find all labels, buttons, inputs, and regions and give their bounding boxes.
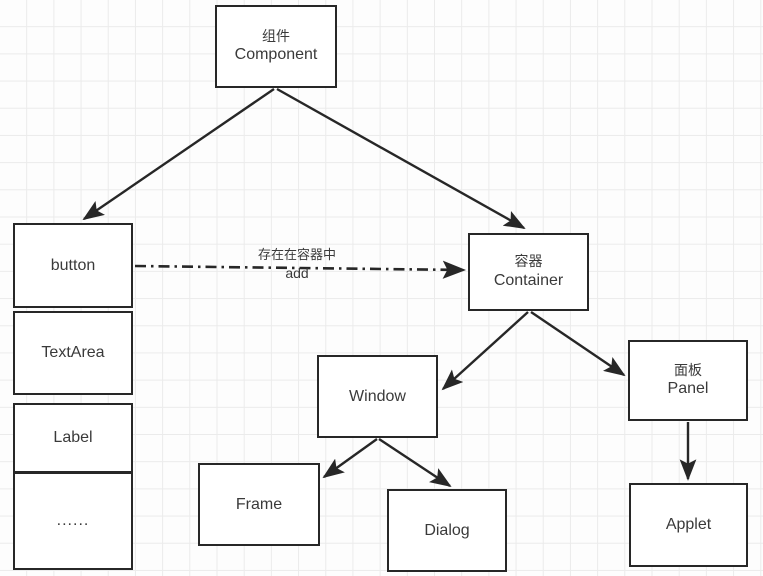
node-component-label-cn: 组件: [262, 27, 290, 44]
node-applet[interactable]: Applet: [629, 483, 748, 567]
edge-component-to-container: [276, 87, 526, 230]
edge-container-to-window: [441, 311, 529, 391]
edge-component-to-button: [82, 88, 275, 221]
node-panel-label-cn: 面板: [674, 361, 702, 378]
node-ellipsis-label: ......: [56, 512, 90, 529]
edge-label-add-en: add: [285, 264, 309, 281]
node-button[interactable]: button: [13, 223, 133, 308]
node-dialog-label: Dialog: [424, 521, 470, 539]
edge-window-to-frame: [322, 438, 378, 479]
node-label-label: Label: [53, 429, 93, 446]
node-applet-label: Applet: [665, 516, 712, 533]
node-container-label-en: Container: [493, 271, 564, 289]
node-container[interactable]: 容器 Container: [468, 233, 589, 311]
node-window-label: Window: [349, 387, 406, 405]
node-button-label: button: [50, 256, 96, 274]
node-container-label-cn: 容器: [514, 253, 543, 270]
node-component-label-en: Component: [234, 46, 318, 64]
node-window[interactable]: Window: [317, 355, 438, 438]
node-textarea[interactable]: TextArea: [13, 311, 133, 395]
node-component[interactable]: 组件 Component: [215, 5, 337, 88]
node-ellipsis[interactable]: ......: [13, 472, 133, 570]
node-panel-label-en: Panel: [667, 380, 709, 398]
node-frame-label: Frame: [235, 495, 283, 513]
edge-label-add-cn: 存在在容器中: [257, 247, 336, 262]
node-panel[interactable]: 面板 Panel: [628, 340, 748, 421]
node-textarea-label: TextArea: [41, 344, 105, 361]
edge-container-to-panel: [530, 311, 626, 377]
node-frame[interactable]: Frame: [198, 463, 320, 546]
node-dialog[interactable]: Dialog: [387, 489, 507, 572]
node-label[interactable]: Label: [13, 403, 133, 473]
edge-label-add: 存在在容器中 add: [238, 247, 356, 282]
edge-window-to-dialog: [378, 437, 452, 488]
